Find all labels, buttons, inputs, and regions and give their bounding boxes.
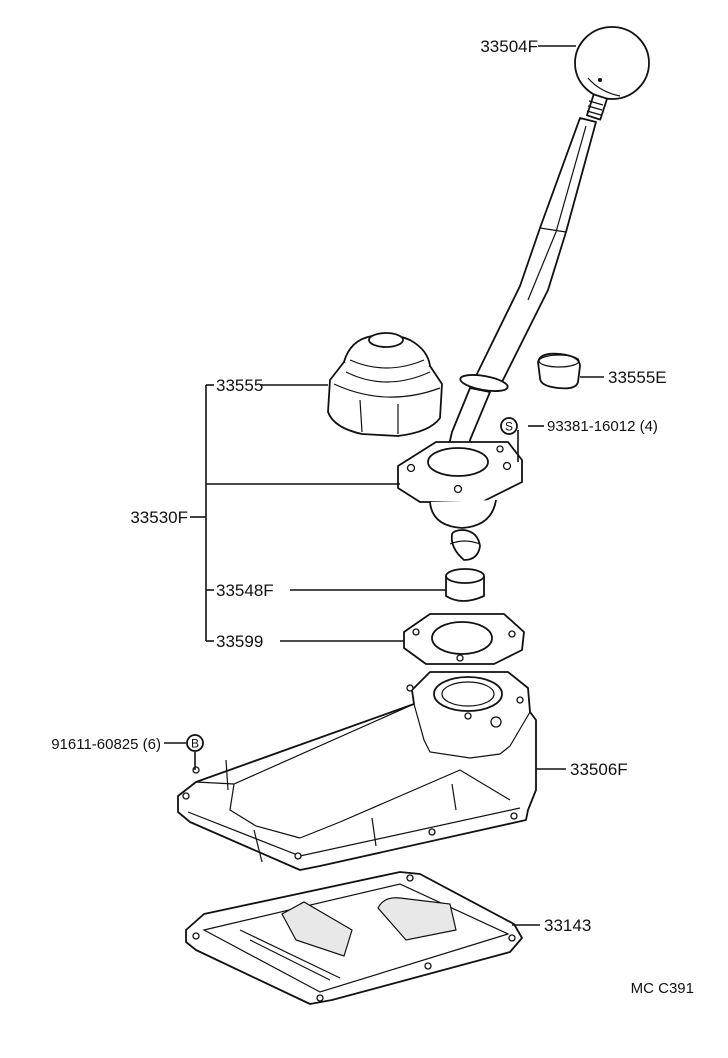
shift-plate xyxy=(185,871,523,1005)
bushing xyxy=(445,568,485,602)
lever-seat xyxy=(397,441,523,561)
label-cap: 33555E xyxy=(608,368,667,387)
symbol-s: S xyxy=(500,417,518,435)
shift-boot xyxy=(327,332,443,437)
svg-text:B: B xyxy=(191,737,199,751)
leader-lines xyxy=(164,45,604,926)
shift-lever xyxy=(445,117,597,461)
label-boot: 33555 xyxy=(216,376,263,395)
label-gasket: 33599 xyxy=(216,632,263,651)
shift-knob xyxy=(574,26,650,121)
symbol-b: B xyxy=(186,734,204,752)
label-plate: 33143 xyxy=(544,916,591,935)
lever-cap xyxy=(537,352,581,390)
diagram-code: MC C391 xyxy=(631,980,694,997)
label-lever-assy: 33530F xyxy=(130,508,188,527)
retainer-housing xyxy=(177,671,537,871)
gasket xyxy=(403,613,525,665)
label-bolt-b: 91611-60825 (6) xyxy=(51,736,161,753)
label-bolt-s: 93381-16012 (4) xyxy=(547,418,658,435)
svg-text:S: S xyxy=(505,420,513,434)
label-bushing: 33548F xyxy=(216,581,274,600)
label-retainer: 33506F xyxy=(570,760,628,779)
label-knob: 33504F xyxy=(480,37,538,56)
